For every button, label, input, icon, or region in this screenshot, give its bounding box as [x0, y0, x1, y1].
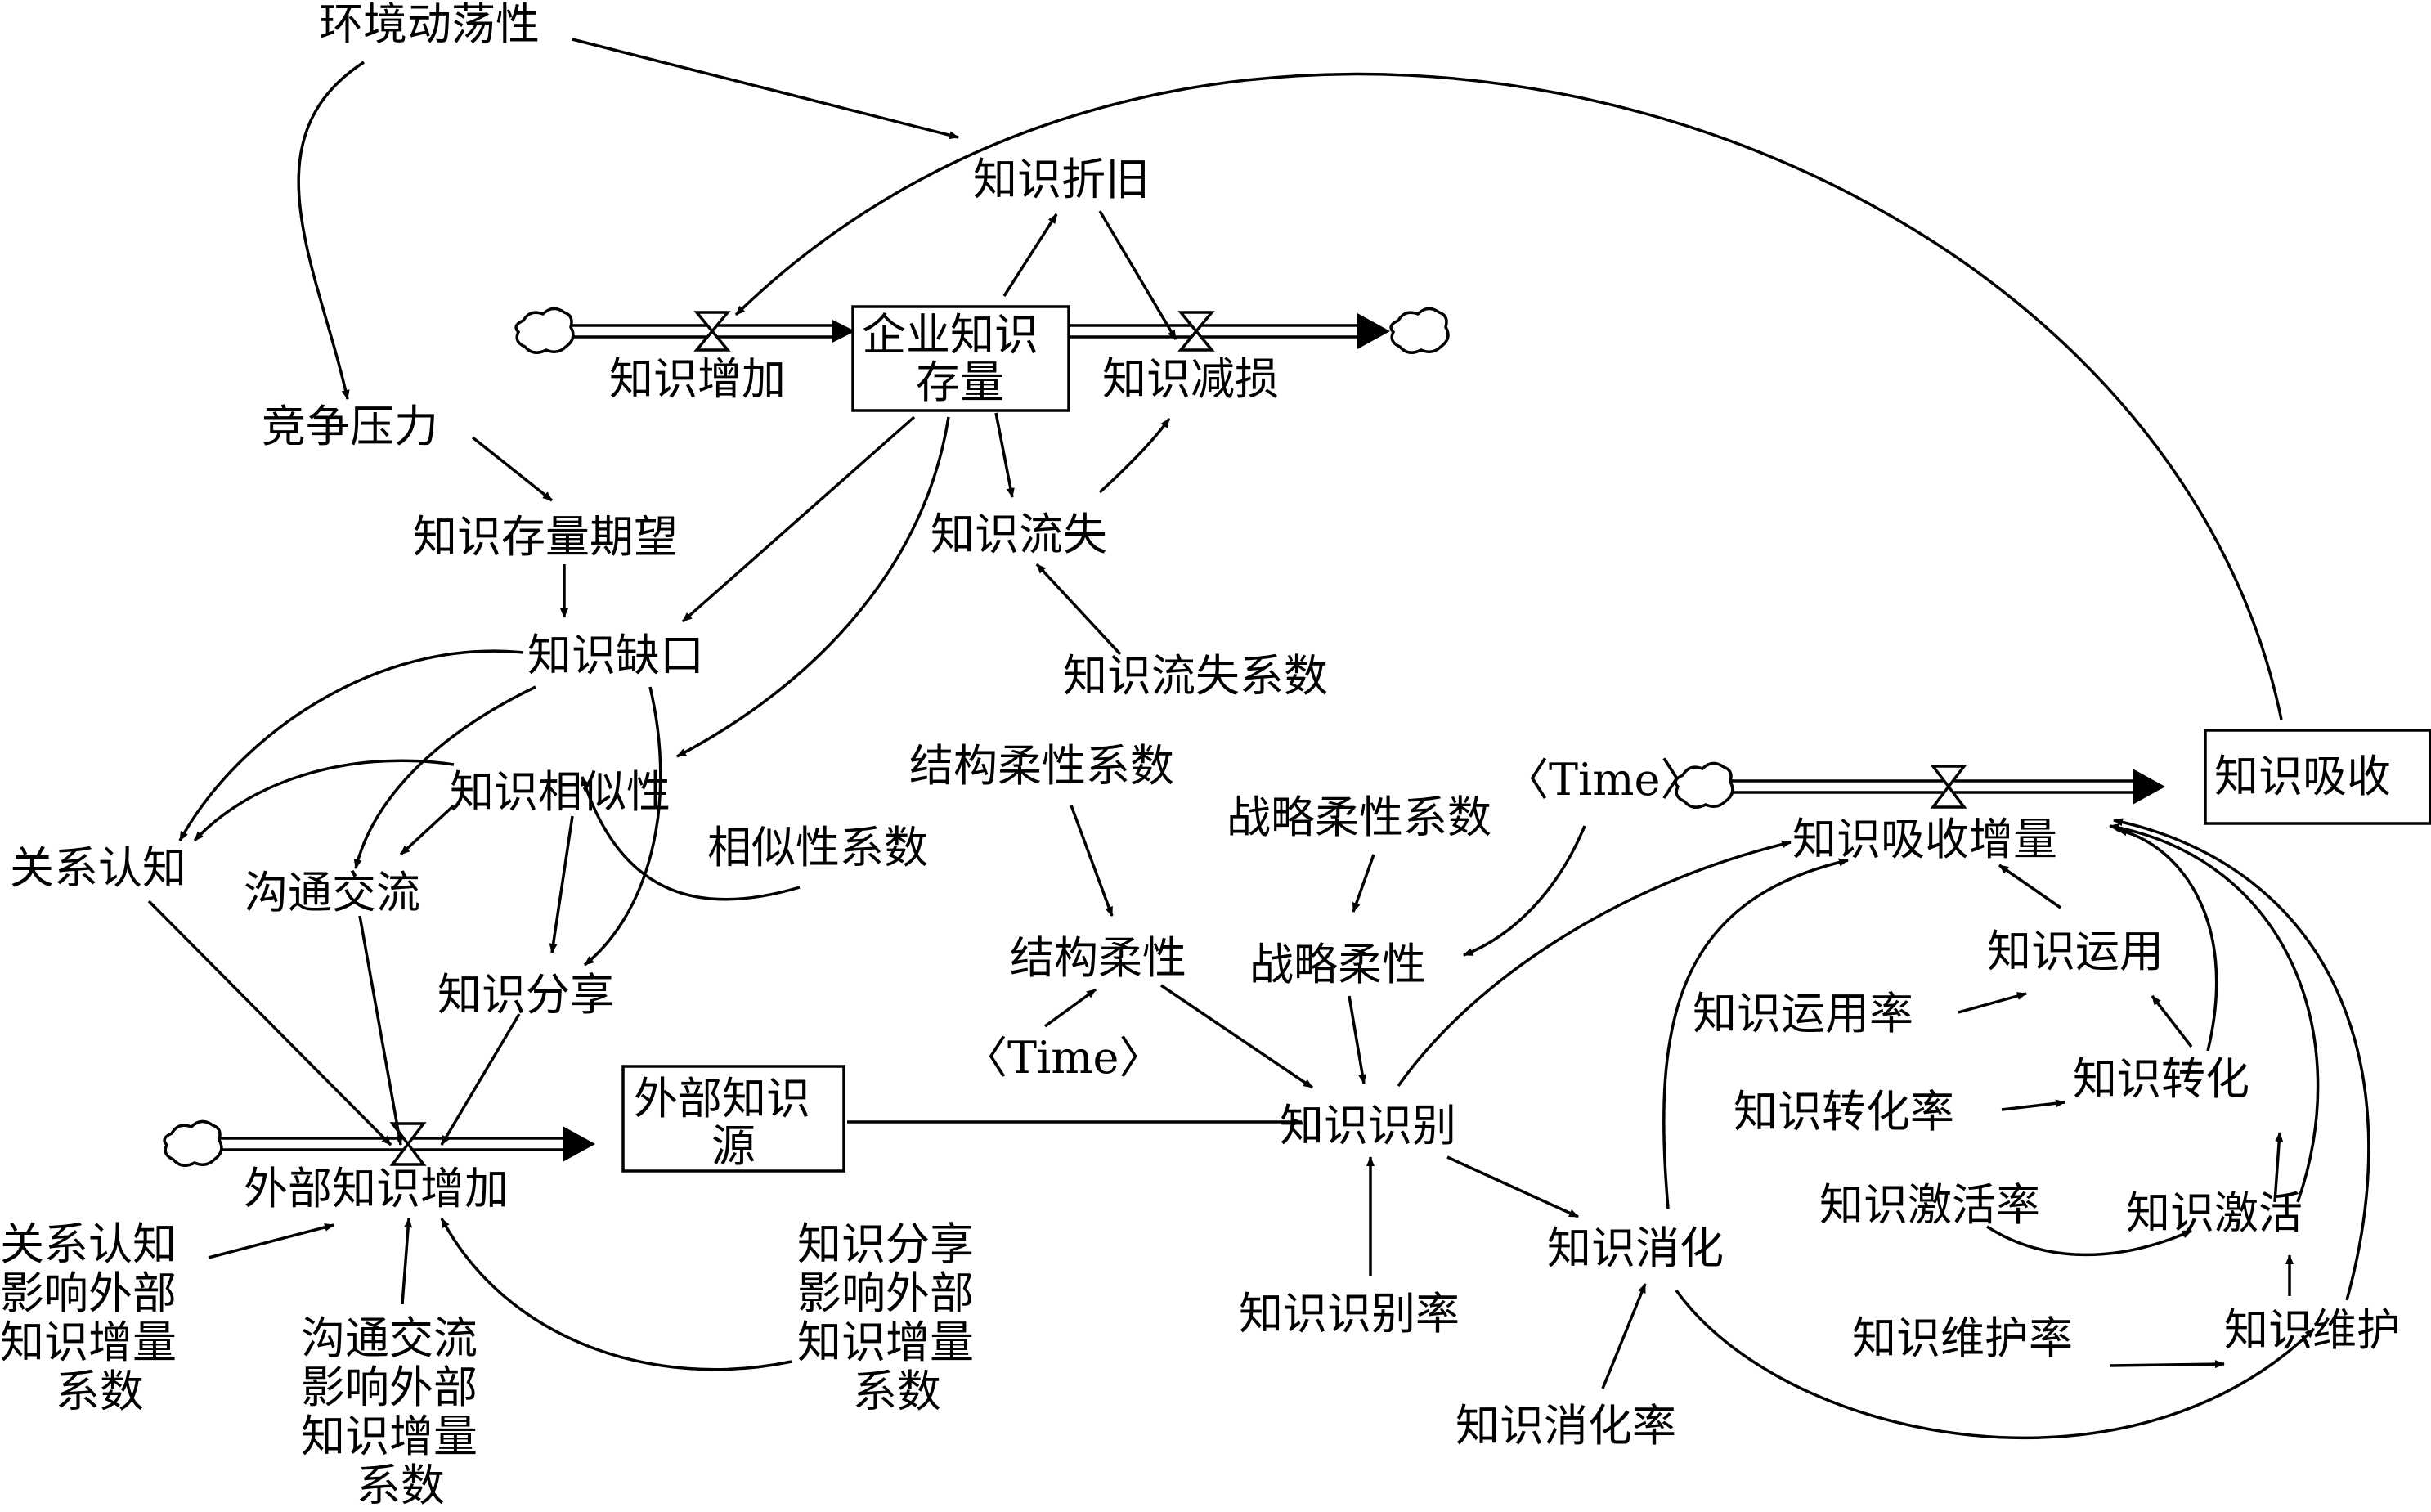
svg-text:关系认知: 关系认知 — [0, 1218, 177, 1270]
svg-text:知识增量: 知识增量 — [0, 1317, 177, 1368]
depreciation-label: 知识折旧 — [973, 154, 1150, 205]
identification-label: 知识识别 — [1280, 1100, 1456, 1151]
sharing-coef-label: 知识分享 影响外部 知识增量 系数 — [797, 1218, 974, 1417]
loss-coef-label: 知识流失系数 — [1063, 650, 1328, 702]
svg-text:系数: 系数 — [56, 1366, 144, 1417]
decrease-valve-icon — [1177, 311, 1215, 352]
digestion-label: 知识消化 — [1547, 1223, 1724, 1274]
increase-label: 知识增加 — [609, 353, 786, 405]
struct-flex-coef-label: 结构柔性系数 — [909, 740, 1174, 792]
application-label: 知识运用 — [1987, 926, 2164, 977]
svg-text:影响外部: 影响外部 — [0, 1267, 177, 1319]
svg-text:影响外部: 影响外部 — [301, 1362, 478, 1413]
external-source-cloud-icon — [163, 1119, 223, 1167]
maintenance-label: 知识维护 — [2224, 1304, 2401, 1356]
competition-label: 竞争压力 — [262, 401, 438, 452]
strat-flex-coef-label: 战略柔性系数 — [1227, 792, 1491, 843]
absorption-inflow-pipe — [1724, 769, 2165, 805]
absorption-label: 知识吸收 — [2214, 751, 2391, 802]
svg-text:沟通交流: 沟通交流 — [301, 1312, 478, 1364]
time-left-label: 〈Time〉 — [963, 1032, 1163, 1084]
increase-valve-icon — [693, 311, 731, 352]
svg-text:系数: 系数 — [357, 1460, 445, 1511]
env-dynamics-label: 环境动荡性 — [319, 0, 540, 50]
struct-flex-label: 结构柔性 — [1010, 932, 1186, 984]
stock-label-line2: 存量 — [916, 357, 1004, 408]
transformation-rate-label: 知识转化率 — [1734, 1086, 1954, 1137]
absorption-source-cloud-icon — [1674, 761, 1734, 809]
enterprise-stock-box — [851, 305, 1070, 412]
svg-text:知识分享: 知识分享 — [797, 1218, 974, 1270]
digestion-rate-label: 知识消化率 — [1455, 1400, 1676, 1451]
transformation-label: 知识转化 — [2073, 1053, 2249, 1105]
expectation-label: 知识存量期望 — [413, 511, 678, 563]
similarity-coef-label: 相似性系数 — [707, 822, 928, 873]
svg-text:影响外部: 影响外部 — [797, 1267, 974, 1319]
relation-label: 关系认知 — [10, 842, 186, 894]
ext-source-label-line1: 外部知识 — [634, 1073, 810, 1124]
sharing-label: 知识分享 — [437, 969, 614, 1021]
identification-rate-label: 知识识别率 — [1239, 1288, 1460, 1339]
strat-flex-label: 战略柔性 — [1249, 939, 1426, 990]
source-cloud-icon — [514, 307, 575, 354]
enterprise-outflow-pipe — [1069, 313, 1390, 349]
stock-label-line1: 企业知识 — [862, 309, 1038, 361]
absorption-increase-label: 知识吸收增量 — [1792, 814, 2057, 865]
activation-rate-label: 知识激活率 — [1819, 1179, 2040, 1231]
maintenance-rate-label: 知识维护率 — [1852, 1312, 2073, 1364]
svg-text:知识增量: 知识增量 — [797, 1317, 974, 1368]
activation-label: 知识激活 — [2126, 1187, 2303, 1239]
ext-increase-label: 外部知识增加 — [244, 1163, 509, 1214]
communication-label: 沟通交流 — [244, 867, 420, 918]
application-rate-label: 知识运用率 — [1693, 988, 1913, 1039]
absorption-stock-box — [2204, 729, 2431, 825]
external-inflow-pipe — [221, 1126, 595, 1162]
external-increase-valve-icon — [389, 1122, 427, 1166]
svg-text:系数: 系数 — [853, 1366, 941, 1417]
causal-links — [147, 38, 2370, 1439]
communication-coef-label: 沟通交流 影响外部 知识增量 系数 — [301, 1312, 478, 1511]
loss-label: 知识流失 — [931, 509, 1107, 560]
external-source-box — [621, 1065, 845, 1173]
similarity-label: 知识相似性 — [450, 766, 671, 818]
decrease-label: 知识减损 — [1102, 353, 1279, 405]
enterprise-inflow-pipe — [572, 320, 855, 343]
ext-source-label-line2: 源 — [711, 1120, 756, 1172]
gap-label: 知识缺口 — [527, 630, 704, 681]
sink-cloud-icon — [1389, 307, 1450, 354]
absorption-increase-valve-icon — [1930, 765, 1967, 809]
relation-coef-label: 关系认知 影响外部 知识增量 系数 — [0, 1218, 177, 1417]
svg-text:知识增量: 知识增量 — [301, 1411, 478, 1462]
time-right-label: 〈Time〉 — [1505, 754, 1704, 805]
